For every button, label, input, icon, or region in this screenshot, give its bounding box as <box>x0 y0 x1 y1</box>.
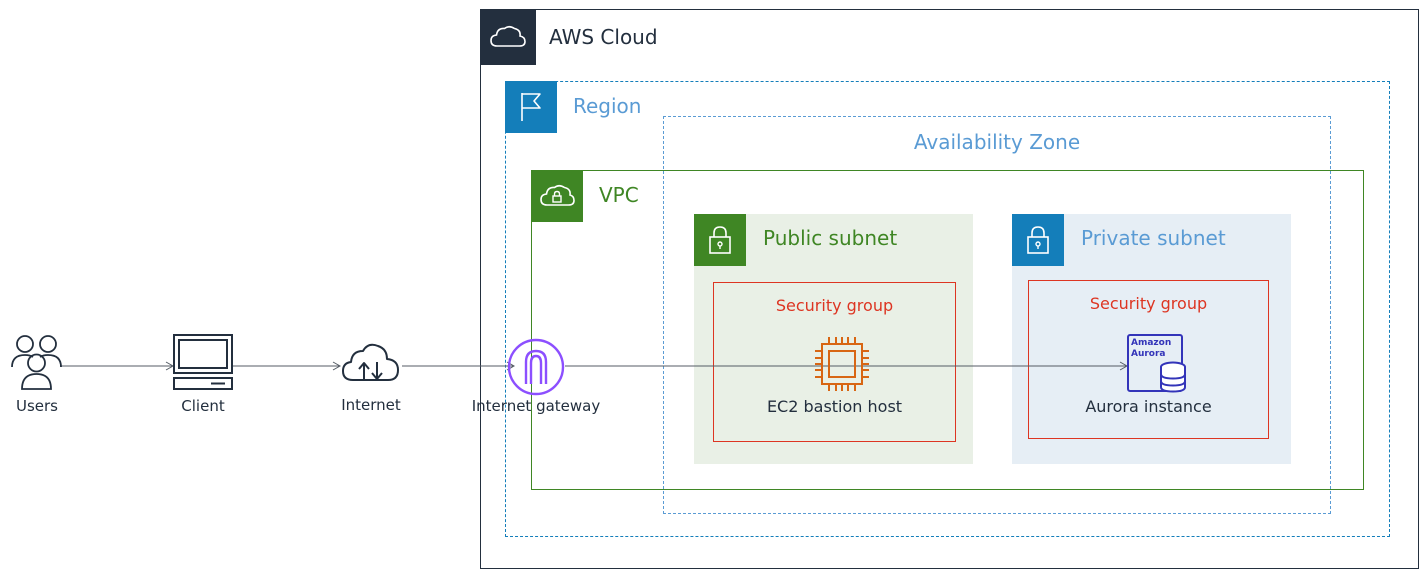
aurora-badge-line1: Amazon <box>1131 338 1172 348</box>
users-icon <box>11 335 62 390</box>
client-label: Client <box>181 397 225 415</box>
aws-cloud-label: AWS Cloud <box>549 25 658 49</box>
aurora-badge-line2: Aurora <box>1131 349 1166 359</box>
private-subnet-header-icon <box>1012 214 1064 266</box>
internet-gateway-icon <box>507 338 565 396</box>
client-computer-icon <box>173 334 233 390</box>
security-group-private <box>1028 280 1269 439</box>
ec2-label: EC2 bastion host <box>766 397 903 416</box>
region-group <box>505 81 1390 537</box>
availability-zone-group <box>663 116 1331 514</box>
flag-icon <box>521 93 541 121</box>
private-subnet-label: Private subnet <box>1081 226 1226 250</box>
lock-icon <box>1027 226 1049 254</box>
arrowhead-aurora <box>1119 361 1129 371</box>
ec2-chip-icon <box>815 337 869 391</box>
vpc-label: VPC <box>599 183 639 207</box>
ec2-node <box>812 334 872 394</box>
security-group-public-label: Security group <box>775 296 894 315</box>
users-label: Users <box>15 397 58 415</box>
region-label: Region <box>573 94 642 118</box>
internet-gateway-node <box>507 338 565 396</box>
region-header-icon <box>505 81 557 133</box>
internet-cloud-icon <box>342 343 399 381</box>
aws-cloud-header-icon <box>480 9 536 65</box>
aurora-node: Amazon Aurora <box>1126 333 1190 395</box>
security-group-public <box>713 282 956 442</box>
vpc-group <box>531 170 1364 490</box>
vpc-header-icon <box>531 170 583 222</box>
security-group-private-label: Security group <box>1089 294 1208 313</box>
users-node <box>8 333 64 393</box>
availability-zone-label: Availability Zone <box>913 130 1081 154</box>
aurora-database-icon <box>1127 334 1186 393</box>
client-node <box>171 333 235 393</box>
aurora-label: Aurora instance <box>1085 397 1212 416</box>
cloud-icon <box>490 25 526 47</box>
vpc-cloud-lock-icon <box>540 184 575 206</box>
lock-icon <box>709 226 731 254</box>
internet-label: Internet <box>341 396 401 414</box>
internet-gateway-label: Internet gateway <box>471 397 601 415</box>
arrowhead-internet <box>332 361 342 371</box>
public-subnet-label: Public subnet <box>763 226 898 250</box>
internet-node <box>340 340 402 386</box>
public-subnet-header-icon <box>694 214 746 266</box>
